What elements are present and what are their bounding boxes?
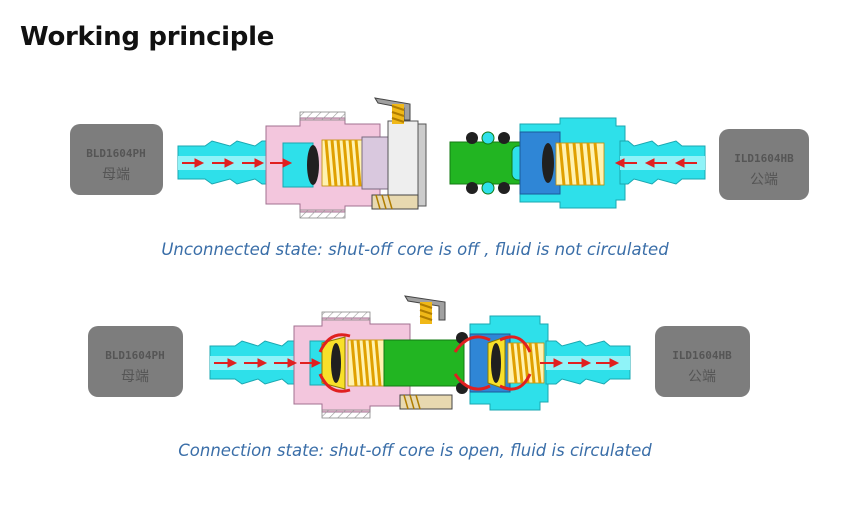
female-body-connected [293, 295, 453, 419]
female-body [265, 97, 427, 219]
connected-caption: Connection state: shut-off core is open,… [178, 441, 652, 460]
connected-group: BLD1604PH 母端 [88, 295, 750, 419]
male-tag-label: 公端 [688, 369, 716, 385]
male-tag-model: ILD1604HB [672, 349, 732, 362]
male-tag-unconnected: ILD1604HB 公端 [719, 129, 809, 200]
female-flow-arrows [182, 158, 293, 168]
page-title: Working principle [20, 22, 275, 52]
female-tag-label: 母端 [121, 369, 149, 385]
male-tag-model: ILD1604HB [734, 152, 794, 165]
male-tag-label: 公端 [750, 172, 778, 188]
unconnected-group: BLD1604PH 母端 [70, 97, 809, 219]
female-tag-connected: BLD1604PH 母端 [88, 326, 183, 397]
male-flow-arrows [614, 158, 697, 168]
male-body [519, 117, 626, 209]
female-tag-label: 母端 [102, 167, 130, 183]
unconnected-caption: Unconnected state: shut-off core is off … [161, 240, 669, 259]
male-body-connected [469, 315, 549, 411]
connected-flow-arrows [214, 333, 620, 393]
female-tag-model: BLD1604PH [105, 349, 165, 362]
male-tag-connected: ILD1604HB 公端 [655, 326, 750, 397]
female-tag-unconnected: BLD1604PH 母端 [70, 124, 163, 195]
female-tag-model: BLD1604PH [86, 147, 146, 160]
